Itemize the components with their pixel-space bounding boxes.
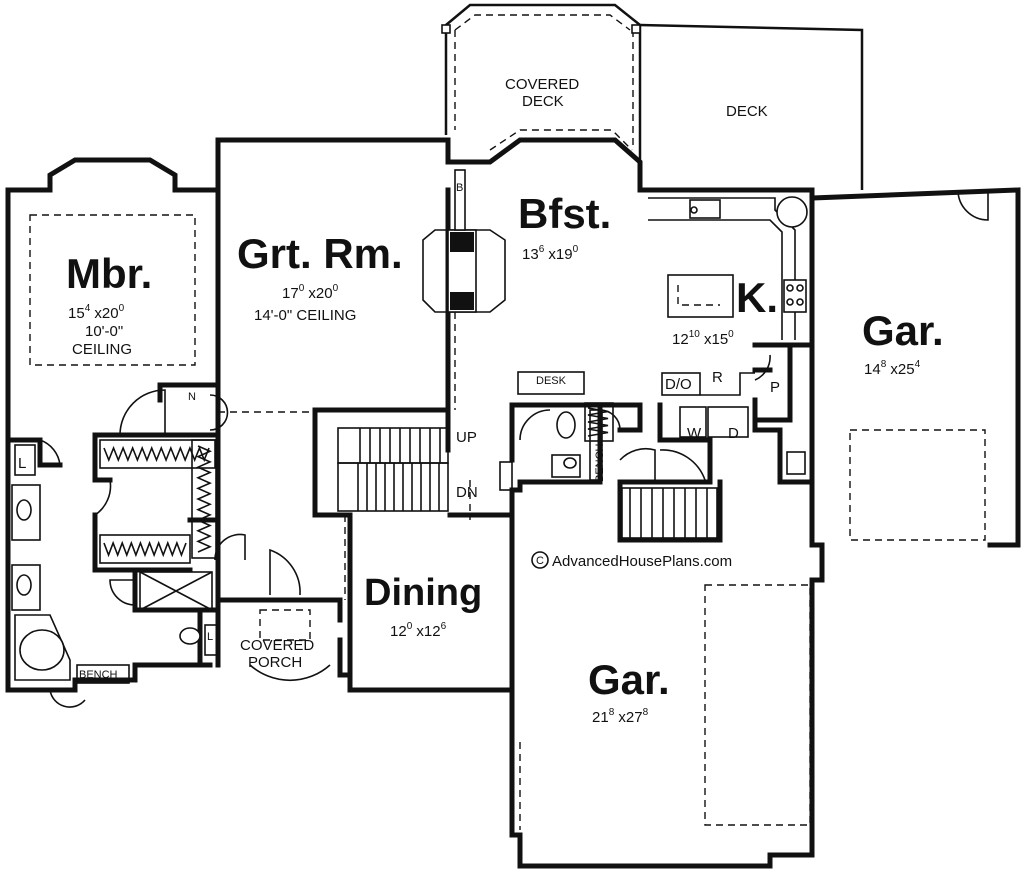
gar-main-name: Gar. bbox=[588, 656, 670, 703]
d-label: D bbox=[728, 425, 739, 442]
covered-porch-label-1: COVERED bbox=[240, 637, 314, 654]
decks bbox=[441, 3, 864, 190]
dashed-lines bbox=[29, 214, 986, 830]
l-label-2: L bbox=[207, 631, 213, 643]
mbr-note-2: CEILING bbox=[72, 341, 132, 358]
stairs-dn-label: DN bbox=[456, 484, 478, 501]
n-label: N bbox=[188, 391, 196, 403]
grt-name: Grt. Rm. bbox=[237, 230, 403, 277]
closet-rod bbox=[103, 445, 210, 463]
doors bbox=[39, 189, 989, 708]
copyright: C AdvancedHousePlans.com bbox=[531, 551, 732, 570]
bfst-dims: 136 x190 bbox=[522, 244, 579, 263]
grt-dims: 170 x200 bbox=[282, 283, 339, 302]
stairs-up-label: UP bbox=[456, 429, 477, 446]
l-label-1: L bbox=[18, 455, 26, 472]
copyright-symbol: C bbox=[536, 555, 544, 567]
gar-side-name: Gar. bbox=[862, 307, 944, 354]
room-labels: Mbr. 154 x200 10'-0" CEILING Grt. Rm. 17… bbox=[18, 76, 944, 726]
deck-label: DECK bbox=[726, 103, 768, 120]
b-label: B bbox=[456, 182, 463, 194]
copyright-icon bbox=[531, 551, 549, 569]
gar-main-dims: 218 x278 bbox=[592, 707, 649, 726]
desk-label: DESK bbox=[536, 375, 567, 387]
mbr-note-1: 10'-0" bbox=[85, 323, 123, 340]
bench-label-2: BENCH bbox=[594, 443, 606, 482]
grt-note: 14'-0" CEILING bbox=[254, 307, 356, 324]
dining-dims: 120 x126 bbox=[390, 621, 447, 640]
closet-rod bbox=[196, 445, 212, 553]
r-label: R bbox=[712, 369, 723, 386]
kitchen-fixtures bbox=[517, 196, 808, 475]
covered-deck-label-1: COVERED bbox=[505, 76, 579, 93]
closet-shelving bbox=[99, 402, 614, 564]
gar-side-dims: 148 x254 bbox=[864, 359, 921, 378]
stairs bbox=[337, 427, 718, 539]
kitchen-dims: 1210 x150 bbox=[672, 329, 734, 348]
exterior-walls bbox=[5, 137, 1021, 869]
do-label: D/O bbox=[665, 376, 692, 393]
covered-deck-label-2: DECK bbox=[522, 93, 564, 110]
bath-fixtures bbox=[11, 406, 749, 684]
fireplace bbox=[422, 169, 506, 313]
covered-porch-label-2: PORCH bbox=[248, 654, 302, 671]
w-label: W bbox=[687, 425, 702, 442]
mbr-dims: 154 x200 bbox=[68, 303, 125, 322]
copyright-text: AdvancedHousePlans.com bbox=[552, 553, 732, 570]
p-label: P bbox=[770, 379, 780, 396]
bench-label-1: BENCH bbox=[79, 669, 118, 681]
dining-name: Dining bbox=[364, 572, 482, 614]
kitchen-name: K. bbox=[736, 274, 778, 321]
mbr-name: Mbr. bbox=[66, 250, 152, 297]
bfst-name: Bfst. bbox=[518, 190, 611, 237]
closet-rod bbox=[103, 540, 187, 558]
